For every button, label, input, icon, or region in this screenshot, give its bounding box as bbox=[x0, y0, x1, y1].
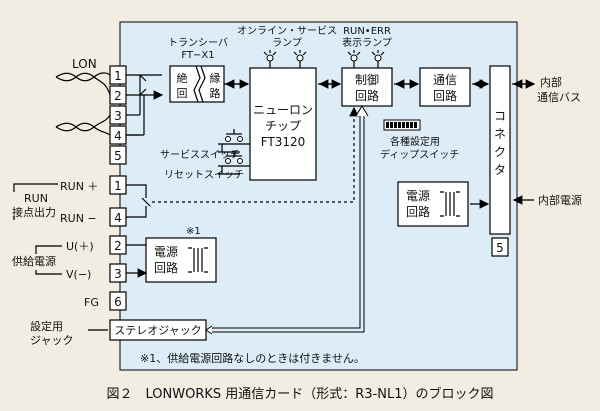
run-err-label: RUN•ERR bbox=[343, 26, 391, 37]
online-service-label: オンライン・サービス bbox=[237, 25, 337, 37]
fg-label: FG bbox=[84, 296, 99, 309]
control-label-2: 回路 bbox=[355, 88, 379, 103]
lon-terminal-4: 4 bbox=[114, 129, 122, 143]
isolation-char-3: 縁 bbox=[210, 71, 221, 85]
control-circuit: 制御 回路 bbox=[341, 67, 393, 107]
footnote: ※1、供給電源回路なしのときは付きません。 bbox=[140, 351, 365, 365]
run-contact-label-1: RUN bbox=[24, 192, 48, 205]
power-circuit-right: 電源 回路 bbox=[397, 181, 469, 227]
service-switch-icon bbox=[218, 129, 250, 153]
power-left-label-2: 回路 bbox=[154, 260, 178, 275]
online-lamp-icon bbox=[263, 50, 307, 68]
power-terminal-6: 6 bbox=[114, 295, 122, 309]
run-contact-wiring bbox=[126, 184, 147, 218]
setting-jack-label-2: ジャック bbox=[30, 334, 73, 347]
connector-char-3: ク bbox=[494, 145, 506, 159]
u-plus-label: U(＋) bbox=[66, 240, 94, 253]
internal-bus-label-2: 通信バス bbox=[537, 91, 581, 104]
connector-char-1: コ bbox=[494, 109, 506, 123]
connector-terminal-5: 5 bbox=[496, 241, 504, 255]
run-err-lamp-icon bbox=[347, 50, 385, 68]
run-control-dashed-link bbox=[152, 106, 359, 203]
supply-power-label: 供給電源 bbox=[12, 254, 56, 268]
lon-terminal-3: 3 bbox=[114, 109, 122, 123]
connector-char-2: ネ bbox=[494, 127, 506, 141]
comm-circuit: 通信 回路 bbox=[419, 67, 471, 107]
lon-terminal-1: 1 bbox=[114, 69, 122, 83]
run-relay-contact-icon bbox=[141, 197, 151, 207]
stereo-jack-label: ステレオジャック bbox=[114, 324, 201, 337]
dip-label-1: 各種設定用 bbox=[390, 135, 440, 148]
neuron-label-1: ニューロン bbox=[253, 103, 313, 117]
isolation-char-1: 絶 bbox=[177, 71, 188, 85]
figure-caption: 図２ LONWORKS 用通信カード（形式：R3-NL1）のブロック図 bbox=[107, 386, 494, 402]
lon-terminal-block: 1 2 3 4 5 bbox=[109, 65, 127, 165]
run-err-label-2: 表示ランプ bbox=[342, 36, 392, 49]
lon-terminal-5: 5 bbox=[114, 149, 122, 163]
run-terminal-4: 4 bbox=[114, 211, 122, 225]
reset-switch-label: リセットスイッチ bbox=[164, 169, 244, 181]
comm-label-2: 回路 bbox=[433, 88, 457, 103]
run-plus-label: RUN ＋ bbox=[60, 180, 98, 193]
power-right-label-1: 電源 bbox=[406, 189, 430, 203]
isolation-circuit: 絶 回 縁 路 bbox=[169, 65, 225, 103]
internal-power-label: 内部電源 bbox=[538, 193, 582, 207]
v-minus-label: V(−) bbox=[66, 268, 91, 281]
run-minus-label: RUN − bbox=[60, 212, 97, 225]
dip-switch-icon bbox=[383, 119, 421, 131]
twisted-pair-icon bbox=[55, 72, 111, 136]
run-contact-label-2: 接点出力 bbox=[12, 205, 56, 219]
connector-char-4: タ bbox=[494, 163, 506, 177]
isolation-char-4: 路 bbox=[210, 87, 221, 100]
setting-jack-label-1: 設定用 bbox=[30, 319, 63, 333]
neuron-chip: ニューロン チップ FT3120 bbox=[249, 67, 317, 181]
power-terminal-2: 2 bbox=[114, 239, 122, 253]
power-circuit-left: 電源 回路 bbox=[145, 237, 217, 283]
online-service-label-2: ランプ bbox=[272, 37, 302, 49]
jack-control-link bbox=[210, 110, 365, 333]
power-left-label-1: 電源 bbox=[154, 245, 178, 259]
neuron-label-2: チップ bbox=[265, 119, 301, 133]
transceiver-label: トランシーバ bbox=[168, 37, 228, 49]
power-terminal-block: 2 3 6 bbox=[109, 235, 127, 311]
run-terminal-1: 1 bbox=[114, 179, 122, 193]
control-label-1: 制御 bbox=[355, 72, 379, 87]
internal-bus-label-1: 内部 bbox=[540, 75, 562, 89]
note-mark: ※1 bbox=[186, 226, 201, 237]
run-terminal-block: 1 4 bbox=[109, 175, 127, 227]
stereo-jack: ステレオジャック bbox=[109, 319, 207, 341]
connector: コ ネ ク タ 5 bbox=[489, 65, 511, 257]
reset-switch-icon bbox=[218, 151, 250, 175]
lon-label: LON bbox=[72, 57, 97, 71]
transceiver-model: FT−X1 bbox=[181, 50, 214, 61]
neuron-label-3: FT3120 bbox=[261, 135, 306, 149]
isolation-char-2: 回 bbox=[177, 87, 188, 100]
lon-wiring bbox=[126, 74, 162, 136]
dip-label-2: ディップスイッチ bbox=[380, 148, 459, 161]
power-right-label-2: 回路 bbox=[406, 204, 430, 219]
power-terminal-3: 3 bbox=[114, 267, 122, 281]
lon-terminal-2: 2 bbox=[114, 89, 122, 103]
comm-label-1: 通信 bbox=[433, 73, 457, 87]
